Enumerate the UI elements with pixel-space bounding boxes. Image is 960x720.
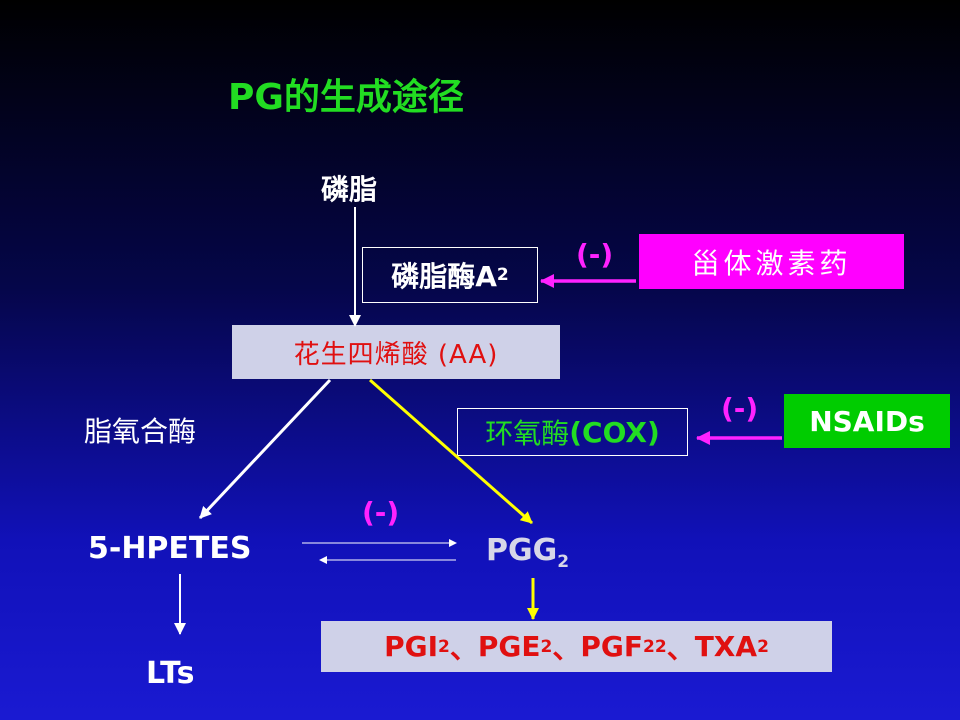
product-pgi-sub: 2 [438,636,450,657]
inhibition-hpetes-pgg-label: (-) [362,496,400,529]
product-pge-sub: 2 [540,636,553,657]
cox-cn-label: 环氧酶 [485,417,570,450]
product-pgi: PGI [384,630,439,663]
cox-en-label: (COX) [569,415,660,449]
page-title: PG的生成途径 [228,77,464,118]
node-arachidonic-acid: 花生四烯酸 (AA) [232,325,560,379]
node-phospholipid: 磷脂 [321,173,378,206]
node-5-hpetes: 5-HPETES [88,531,252,566]
pgg-label: PGG [486,533,558,568]
node-lipoxygenase: 脂氧合酶 [84,415,197,448]
node-pgg2: PGG2 [486,533,569,572]
product-pgf: PGF [580,630,644,663]
product-sep-2: 、 [552,631,581,665]
product-txa: TXA [694,630,758,663]
pla2-label: 磷脂酶A [391,260,497,293]
inhibition-steroid-label: (-) [576,238,614,271]
product-sep-1: 、 [449,631,478,665]
product-sep-3: 、 [666,631,695,665]
pla2-sub: 2 [496,265,509,285]
inhibition-nsaids-label: (-) [721,392,759,425]
node-cox: 环氧酶(COX) [457,408,688,456]
node-nsaids: NSAIDs [784,394,950,448]
arrow-aa-to-hpetes [198,378,332,520]
node-steroid-drugs: 甾体激素药 [639,234,904,289]
node-lts: LTs [146,656,195,691]
product-txa-sub: 2 [757,636,769,657]
pgg-sub: 2 [557,552,570,572]
product-pge: PGE [477,630,541,663]
arrow-aa-to-pgg2 [369,378,533,525]
product-pgf-sub: 22 [643,636,667,657]
